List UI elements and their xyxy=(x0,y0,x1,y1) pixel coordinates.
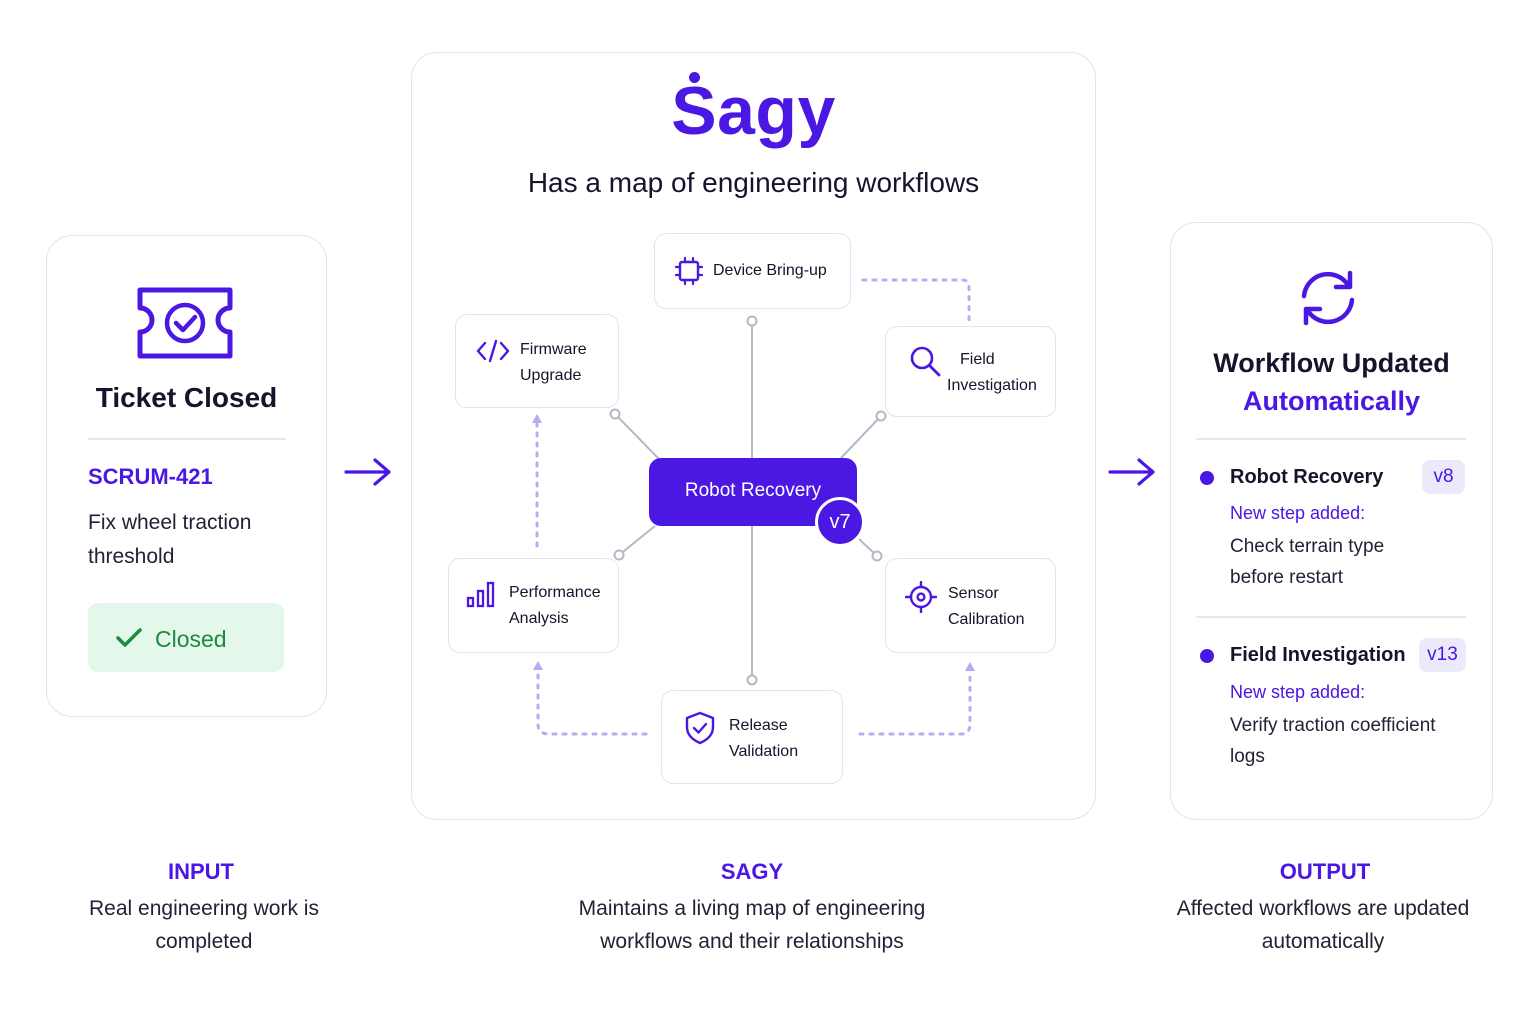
version-badge: v8 xyxy=(1422,460,1465,494)
search-icon xyxy=(910,346,941,377)
shield-check-icon xyxy=(685,711,715,745)
ticket-id: SCRUM-421 xyxy=(88,464,213,489)
version-badge: v13 xyxy=(1419,638,1466,672)
logo-dot xyxy=(689,72,700,83)
node-label-line2: Investigation xyxy=(947,377,1037,394)
caption-sagy-heading: SAGY xyxy=(720,859,784,884)
version-badge: v7 xyxy=(815,497,865,547)
updated-workflow-name: Field Investigation xyxy=(1230,644,1406,666)
output-divider xyxy=(1196,438,1466,440)
output-title-accent: Automatically xyxy=(1242,386,1421,416)
caption-sagy-body: Maintains a living map of engineering wo… xyxy=(578,897,926,953)
node-label-line2: Analysis xyxy=(509,610,569,627)
input-divider xyxy=(88,438,286,440)
checkmark-icon xyxy=(116,628,142,647)
update-note: New step added: xyxy=(1230,682,1366,702)
ticket-title: Ticket Closed xyxy=(95,382,278,413)
node-label-line2: Calibration xyxy=(948,611,1025,628)
caption-input-heading: INPUT xyxy=(168,859,234,884)
target-icon xyxy=(905,581,937,613)
output-divider xyxy=(1196,616,1466,618)
update-note: New step added: xyxy=(1230,503,1366,523)
node-sensor-calibration[interactable] xyxy=(885,558,1056,653)
caption-output-body: Affected workflows are updated automatic… xyxy=(1176,897,1470,953)
status-badge xyxy=(88,603,284,672)
node-label-line2: Upgrade xyxy=(520,367,582,384)
chip-icon xyxy=(674,256,704,286)
node-field-investigation[interactable] xyxy=(885,326,1056,417)
code-icon xyxy=(476,339,510,363)
node-label-line1: Performance xyxy=(509,584,601,601)
bullet-dot xyxy=(1200,649,1214,663)
ticket-description: Fix wheel traction threshold xyxy=(88,511,252,568)
sagy-subtitle: Has a map of engineering workflows xyxy=(527,167,980,198)
node-firmware-upgrade[interactable] xyxy=(455,314,619,408)
updated-workflow-name: Robot Recovery xyxy=(1230,466,1384,488)
node-label-line2: Validation xyxy=(729,743,799,760)
sagy-logo: Sagy xyxy=(671,73,836,149)
bullet-dot xyxy=(1200,471,1214,485)
ticket-check-icon xyxy=(137,287,233,359)
arrow-right-icon xyxy=(1108,458,1155,486)
update-step: Check terrain type before restart xyxy=(1230,536,1385,588)
caption-output-heading: OUTPUT xyxy=(1279,859,1371,884)
arrow-right-icon xyxy=(344,458,391,486)
bar-chart-icon xyxy=(466,581,495,608)
status-label: Closed xyxy=(155,626,227,652)
node-device-bring-up[interactable] xyxy=(654,233,851,309)
node-label-line1: Field xyxy=(960,351,995,368)
workflow-map-connectors xyxy=(532,278,975,736)
node-label-line1: Sensor xyxy=(948,585,999,602)
node-performance-analysis[interactable] xyxy=(448,558,619,653)
caption-input-body: Real engineering work is completed xyxy=(89,897,319,953)
sync-icon xyxy=(1301,270,1355,326)
node-label: Device Bring-up xyxy=(713,262,827,279)
center-node-label: Robot Recovery xyxy=(684,480,822,501)
node-label-line1: Release xyxy=(729,717,788,734)
output-title: Workflow Updated xyxy=(1213,348,1450,378)
node-label-line1: Firmware xyxy=(520,341,587,358)
update-step: Verify traction coefficient logs xyxy=(1230,715,1436,767)
